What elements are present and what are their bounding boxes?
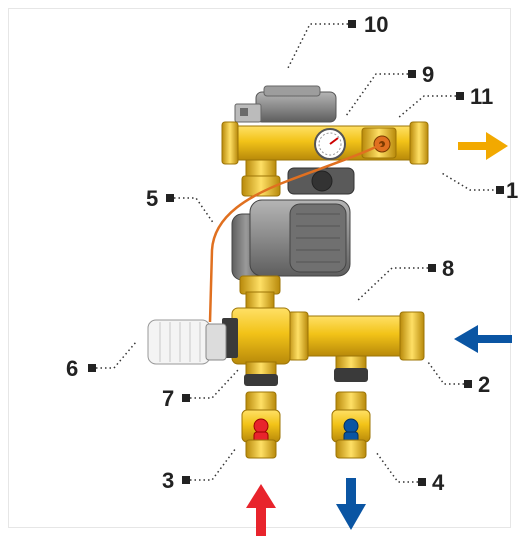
flow-arrow-return-in (454, 325, 512, 353)
callout-11: 11 (470, 84, 494, 109)
callout-7: 7 (162, 386, 175, 411)
callout-9: 9 (422, 62, 435, 87)
callout-8: 8 (442, 256, 455, 281)
capillary-tube (208, 142, 383, 323)
ball-valve-hot (241, 391, 281, 459)
callout-3: 3 (162, 468, 175, 493)
actuator-housing (234, 85, 337, 123)
upper-union (241, 159, 281, 197)
flow-arrow-hot-in (246, 484, 276, 536)
callout-2: 2 (478, 372, 491, 397)
callout-5: 5 (146, 186, 159, 211)
thermostatic-head (147, 319, 227, 365)
leader-end-markers (88, 20, 504, 486)
leader-lines (96, 23, 498, 483)
return-manifold (287, 311, 425, 382)
circulation-pump (231, 167, 355, 281)
lower-union (239, 275, 281, 313)
ball-valve-cold (331, 391, 371, 459)
mixing-valve-body (222, 307, 291, 386)
flow-arrow-cold-out (336, 478, 366, 530)
callout-1: 1 (506, 178, 519, 203)
callout-10: 10 (364, 12, 389, 37)
flow-arrow-supply-out (458, 132, 508, 160)
callout-4: 4 (432, 470, 445, 495)
supply-manifold (221, 121, 429, 165)
callout-6: 6 (66, 356, 79, 381)
